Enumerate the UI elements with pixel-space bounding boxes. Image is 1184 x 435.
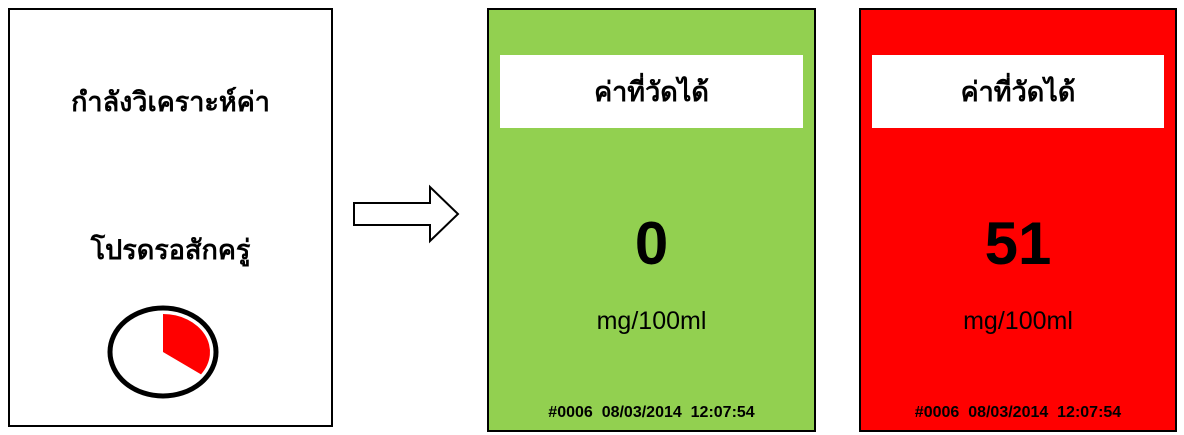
result-screen-normal: ค่าที่วัดได้ 0 mg/100ml #0006 08/03/2014… <box>487 8 816 432</box>
progress-timer-svg <box>107 305 219 399</box>
record-footer: #0006 08/03/2014 12:07:54 <box>489 403 814 423</box>
record-id: #0006 <box>548 404 593 421</box>
analyzing-title: กำลังวิเคราะห์ค่า <box>71 87 270 118</box>
result-header: ค่าที่วัดได้ <box>872 55 1164 128</box>
record-date: 08/03/2014 <box>968 404 1049 421</box>
result-screen-alert: ค่าที่วัดได้ 51 mg/100ml #0006 08/03/201… <box>859 8 1177 432</box>
measured-value: 51 <box>984 210 1052 277</box>
right-arrow-icon <box>353 184 460 244</box>
measurement-unit: mg/100ml <box>596 307 707 335</box>
analyzing-screen: กำลังวิเคราะห์ค่า โปรดรอสักครู่ <box>8 8 333 427</box>
measured-value: 0 <box>634 210 669 277</box>
record-time: 12:07:54 <box>1057 404 1122 421</box>
record-footer: #0006 08/03/2014 12:07:54 <box>861 403 1175 423</box>
wait-message: โปรดรอสักครู่ <box>90 235 251 266</box>
result-header: ค่าที่วัดได้ <box>500 55 803 128</box>
record-date: 08/03/2014 <box>601 404 682 421</box>
progress-timer-icon <box>105 303 221 405</box>
measurement-unit: mg/100ml <box>963 307 1073 335</box>
record-time: 12:07:54 <box>690 404 755 421</box>
progress-fill <box>163 314 210 375</box>
transition-arrow <box>352 184 462 248</box>
record-id: #0006 <box>914 404 960 421</box>
